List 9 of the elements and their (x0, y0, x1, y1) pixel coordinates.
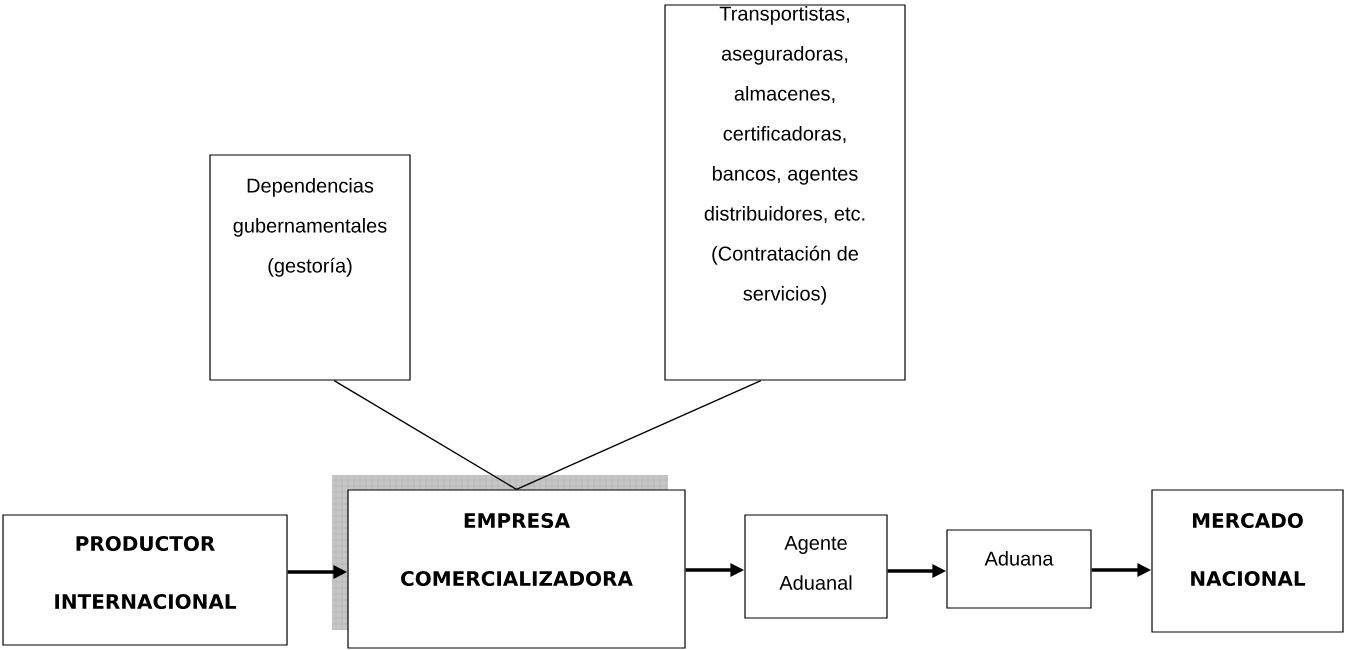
process-box: Transportistas, aseguradoras, almacenes, certificadoras, bancos, agentes distribuidores, etc. (Contratación de servicios) (664, 4, 906, 381)
connector-line (515, 379, 762, 491)
process-box: EMPRESA COMERCIALIZADORA (332, 475, 686, 649)
process-box: Agente Aduanal (744, 514, 888, 619)
process-box: MERCADO NACIONAL (1151, 489, 1344, 633)
connector-line (333, 379, 518, 491)
process-box: Dependencias gubernamentales (gestoría) (209, 154, 411, 381)
process-box: PRODUCTOR INTERNACIONAL (2, 514, 288, 646)
process-box: Aduana (946, 529, 1092, 609)
